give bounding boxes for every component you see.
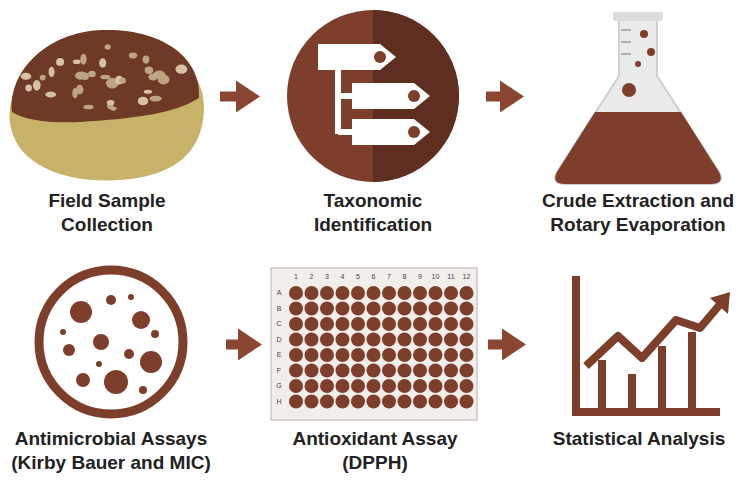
- step-label: Antimicrobial Assays (Kirby Bauer and MI…: [4, 427, 218, 476]
- step-node: Taxonomic Identification: [268, 4, 478, 238]
- step-icon: [534, 262, 744, 427]
- step-node: Statistical Analysis: [534, 262, 744, 451]
- step-icon: [532, 4, 744, 189]
- well-label: 11: [445, 273, 457, 281]
- well-label: 2: [306, 273, 318, 281]
- step-icon: [270, 262, 480, 427]
- step-label: Crude Extraction and Rotary Evaporation: [532, 189, 744, 238]
- well-label: E: [273, 351, 285, 359]
- well-label: 9: [414, 273, 426, 281]
- step-label: Statistical Analysis: [534, 427, 744, 451]
- flow-arrow: [488, 340, 506, 350]
- well-label: H: [273, 398, 285, 406]
- well-label: 4: [337, 273, 349, 281]
- step-node: Field Sample Collection: [2, 4, 212, 238]
- step-label: Taxonomic Identification: [268, 189, 478, 238]
- step-icon: [4, 262, 218, 427]
- well-label: 10: [430, 273, 442, 281]
- flow-arrow: [220, 92, 240, 102]
- well-label: C: [273, 320, 285, 328]
- well-label: A: [273, 289, 285, 297]
- well-label: D: [273, 336, 285, 344]
- well-label: 1: [290, 273, 302, 281]
- step-icon: [2, 4, 212, 189]
- well-label: 3: [321, 273, 333, 281]
- well-label: 6: [368, 273, 380, 281]
- well-label: B: [273, 305, 285, 313]
- well-label: 12: [461, 273, 473, 281]
- well-label: F: [273, 367, 285, 375]
- well-label: 8: [399, 273, 411, 281]
- step-icon: [268, 4, 478, 189]
- step-node: Crude Extraction and Rotary Evaporation: [532, 4, 744, 238]
- flow-arrow: [486, 92, 504, 102]
- step-node: Antioxidant Assay (DPPH)123456789101112A…: [270, 262, 480, 476]
- well-label: 5: [352, 273, 364, 281]
- well-label: G: [273, 382, 285, 390]
- step-label: Field Sample Collection: [2, 189, 212, 238]
- step-node: Antimicrobial Assays (Kirby Bauer and MI…: [4, 262, 218, 476]
- flow-arrow: [226, 340, 242, 350]
- step-label: Antioxidant Assay (DPPH): [270, 427, 480, 476]
- well-label: 7: [383, 273, 395, 281]
